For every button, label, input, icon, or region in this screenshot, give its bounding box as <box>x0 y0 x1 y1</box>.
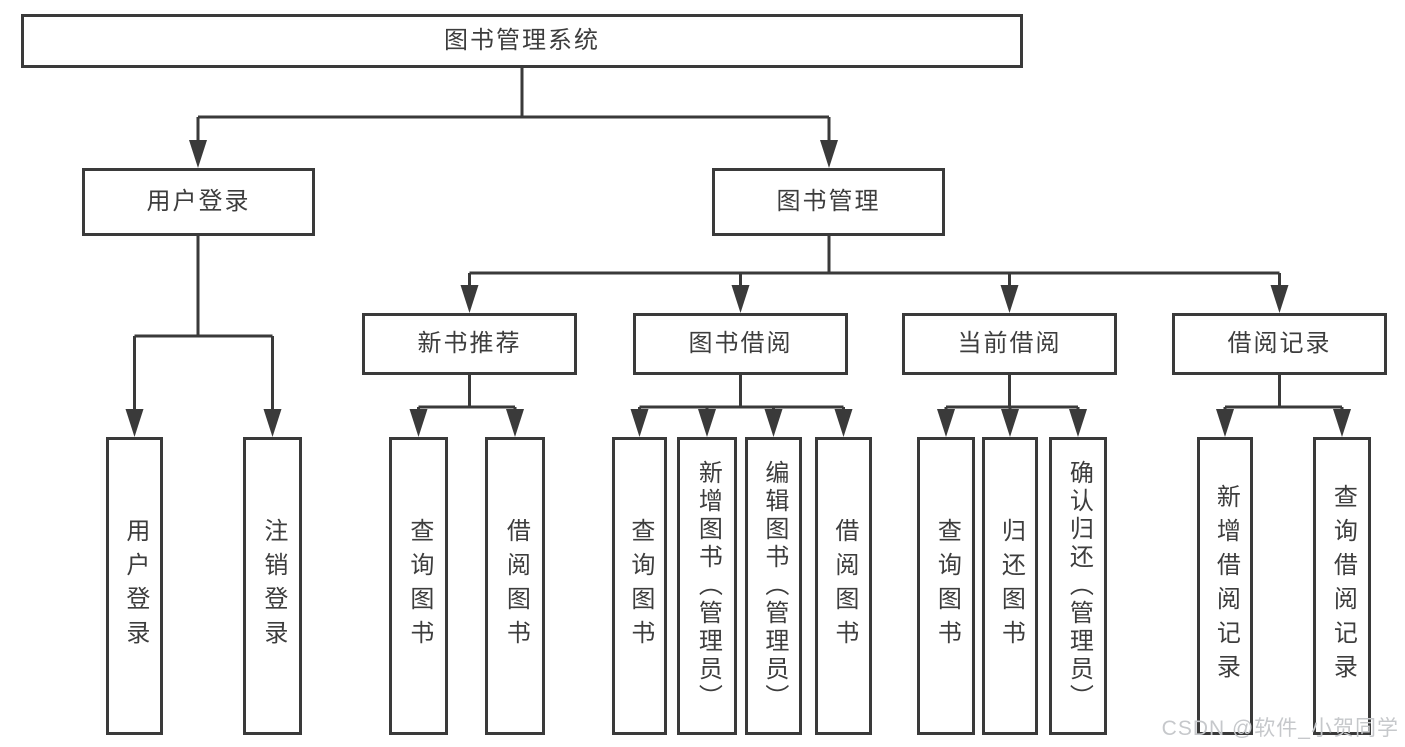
arrowhead-icon <box>409 409 428 437</box>
node-leaf-bb-query-books: 查询图书 <box>612 437 667 735</box>
arrowhead-icon <box>731 285 750 313</box>
edge-currentborrow-to-children <box>944 375 1080 414</box>
node-leaf-bb-add-books: 新增图书（管理员） <box>677 437 737 735</box>
node-leaf-rec-query-books: 查询图书 <box>389 437 448 735</box>
node-book-management: 图书管理 <box>712 168 945 236</box>
node-user-login: 用户登录 <box>82 168 315 236</box>
edge-bookmgmt-to-level2 <box>468 236 1281 290</box>
arrowhead-icon <box>189 140 207 168</box>
arrowhead-icon <box>506 409 524 437</box>
node-leaf-cb-query-books: 查询图书 <box>917 437 975 735</box>
arrowhead-icon <box>1270 285 1289 313</box>
arrowhead-icon <box>630 409 649 437</box>
watermark: CSDN @软件_小贺同学 <box>1161 717 1399 740</box>
node-new-book-recommend: 新书推荐 <box>362 313 577 375</box>
node-leaf-bb-borrow-books: 借阅图书 <box>815 437 872 735</box>
edge-bookborrow-to-children <box>638 375 845 414</box>
arrowhead-icon <box>698 409 716 437</box>
arrowhead-icon <box>1333 409 1351 437</box>
node-leaf-cb-return-books: 归还图书 <box>982 437 1038 735</box>
arrowhead-icon <box>1069 409 1087 437</box>
edge-borrowrecords-to-children <box>1223 375 1344 414</box>
node-leaf-user-login: 用户登录 <box>106 437 163 735</box>
arrowhead-icon <box>125 409 144 437</box>
node-leaf-bb-edit-books: 编辑图书（管理员） <box>745 437 802 735</box>
node-leaf-rec-borrow-books: 借阅图书 <box>485 437 545 735</box>
arrowhead-icon <box>263 409 282 437</box>
node-leaf-cb-confirm-return: 确认归还（管理员） <box>1049 437 1107 735</box>
edge-userlogin-to-children <box>133 236 274 412</box>
node-leaf-br-query-record: 查询借阅记录 <box>1313 437 1371 735</box>
edge-newbookrec-to-children <box>417 375 517 414</box>
node-leaf-logout: 注销登录 <box>243 437 302 735</box>
arrowheads <box>125 140 1351 437</box>
node-borrow-records: 借阅记录 <box>1172 313 1387 375</box>
node-root: 图书管理系统 <box>21 14 1023 68</box>
arrowhead-icon <box>764 409 783 437</box>
arrowhead-icon <box>834 409 853 437</box>
arrowhead-icon <box>1001 409 1019 437</box>
arrowhead-icon <box>1216 409 1234 437</box>
arrowhead-icon <box>1000 285 1019 313</box>
arrowhead-icon <box>460 285 479 313</box>
node-leaf-br-add-record: 新增借阅记录 <box>1197 437 1253 735</box>
arrowhead-icon <box>937 409 955 437</box>
node-book-borrow: 图书借阅 <box>633 313 848 375</box>
node-current-borrow: 当前借阅 <box>902 313 1117 375</box>
edge-root-to-level1 <box>196 68 831 146</box>
arrowhead-icon <box>820 140 838 168</box>
